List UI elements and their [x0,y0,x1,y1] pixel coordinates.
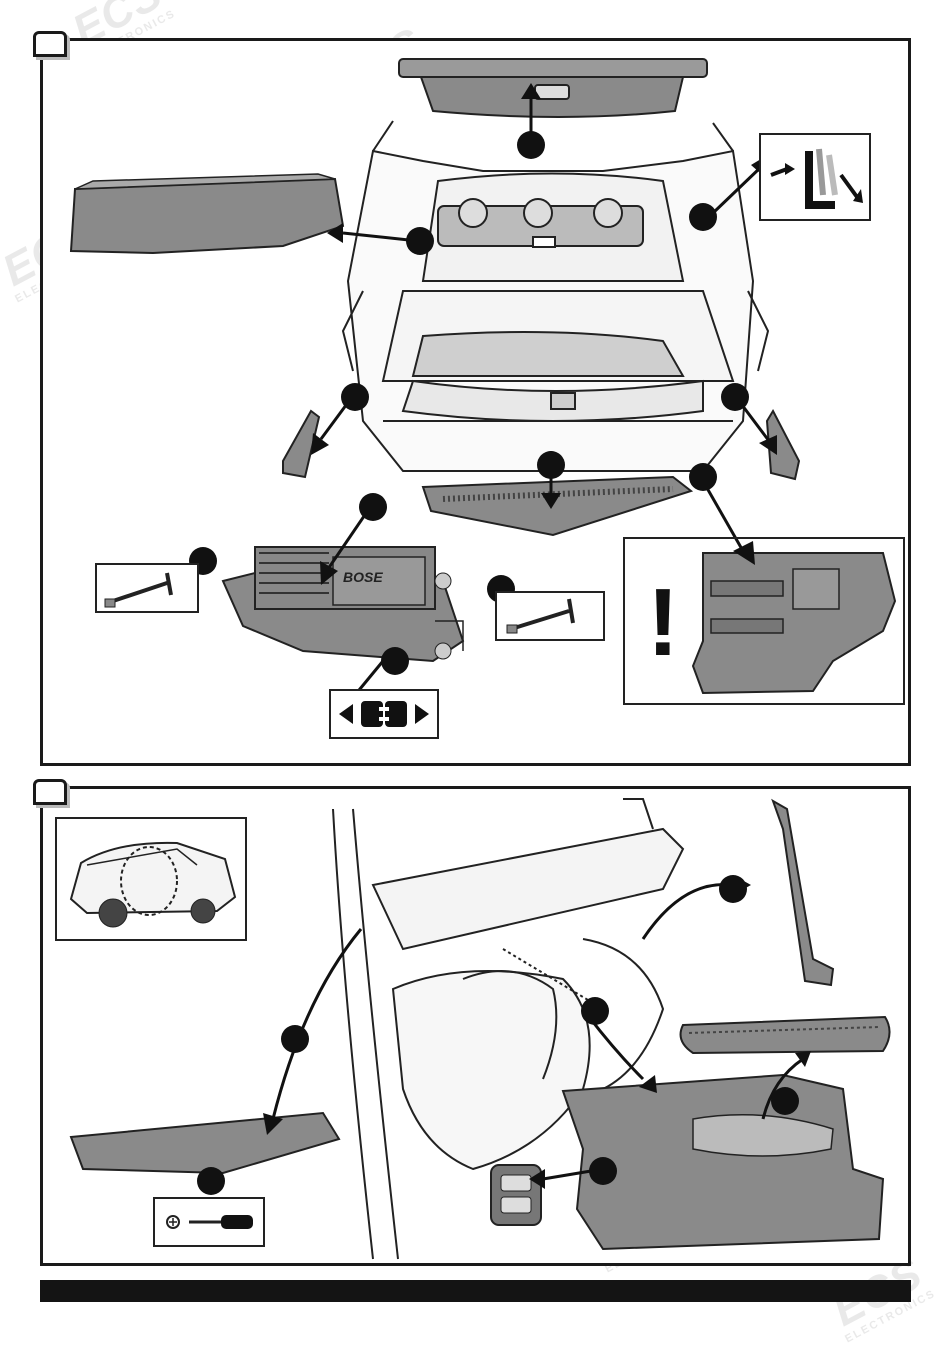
seat-fold-switch-removed [491,1165,541,1225]
filled-circle-marker [281,1025,309,1053]
connector-callout [329,689,439,739]
filled-circle-marker [771,1087,799,1115]
trunk-floor-panel-removed [71,174,343,253]
filled-circle-marker [341,383,369,411]
clip-tool-callout-right [495,591,605,641]
pillar-trim-removed [773,801,833,985]
filled-circle-marker [537,451,565,479]
step-2-tab [33,779,67,805]
car-rear-view [343,121,768,471]
filled-circle-marker [589,1157,617,1185]
footer-bar [40,1280,911,1302]
lower-sill-trim-removed [71,1113,339,1173]
filled-circle-marker [719,875,747,903]
car-location-inset [55,817,247,941]
amplifier-bracket-assembly [223,547,463,661]
filled-circle-marker [689,463,717,491]
filled-circle-marker [689,203,717,231]
filled-circle-marker [581,997,609,1025]
amplifier-brand-label: BOSE [343,569,383,585]
car-side-view-icon [57,819,245,939]
parcel-shelf-removed [399,59,707,117]
step-1-tab [33,31,67,57]
filled-circle-marker [517,131,545,159]
clip-tool-callout-left [95,563,199,613]
trunk-sill-trim [423,477,691,535]
storage-lid-removed [681,1017,890,1053]
filled-circle-marker [381,647,409,675]
filled-circle-marker [197,1167,225,1195]
screwdriver-icon [155,1199,263,1245]
seat-fold-icon [761,135,869,219]
filled-circle-marker [359,493,387,521]
screwdriver-callout [153,1197,265,1247]
warning-callout: ! [623,537,905,705]
filled-circle-marker [721,383,749,411]
seat-fold-callout [759,133,871,221]
warning-exclamation: ! [647,575,679,671]
filled-circle-marker [406,227,434,255]
connector-disconnect-icon [331,691,437,737]
trim-clip-icon [97,565,197,611]
trim-clip-icon [497,593,603,639]
step-1-panel: BOSE [40,38,911,766]
step-2-panel [40,786,911,1266]
